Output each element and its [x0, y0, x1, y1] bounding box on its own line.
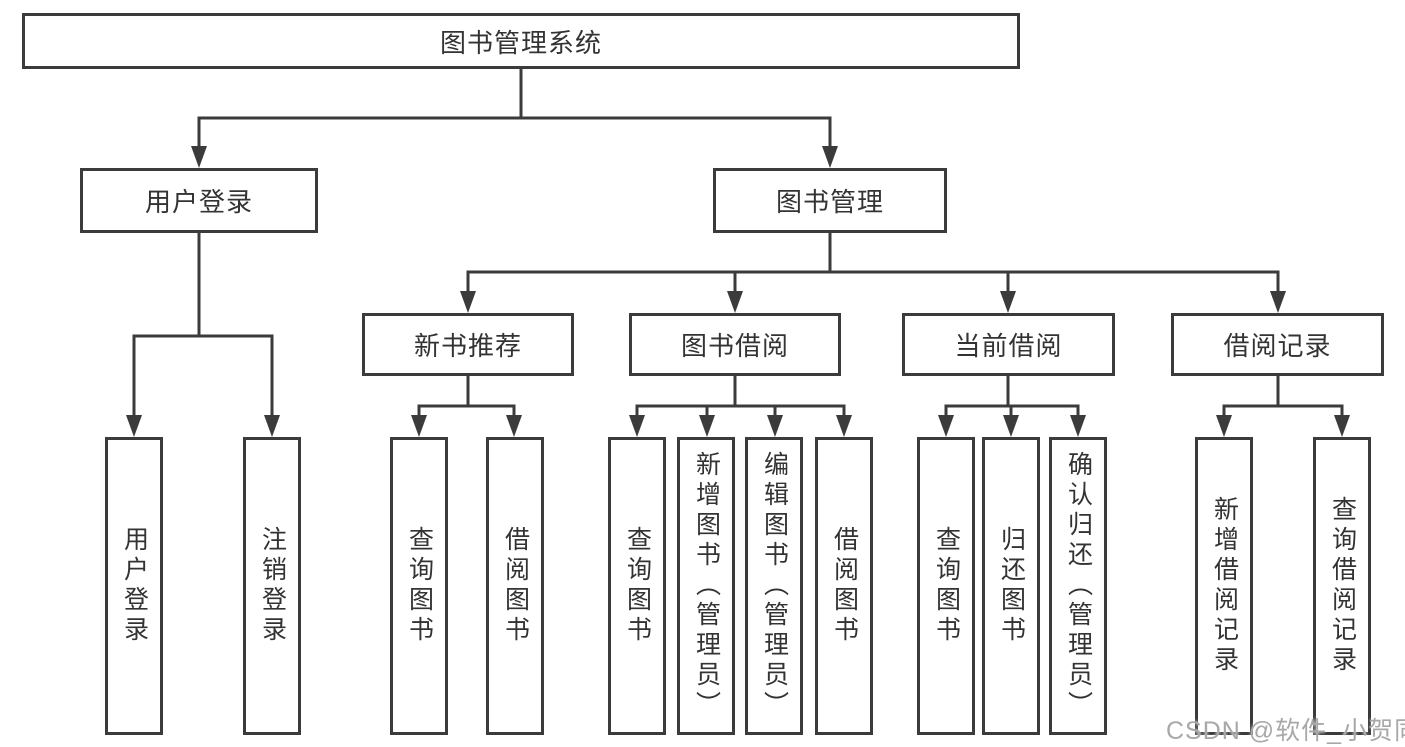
leaf-query-books-1: 查询图书	[390, 437, 448, 735]
node-new-book-recommendation: 新书推荐	[362, 313, 574, 376]
csdn-watermark: CSDN @软件_小贺同学	[1166, 717, 1405, 745]
connector-new-book-branch	[417, 374, 516, 421]
node-user-login: 用户登录	[80, 168, 318, 233]
connector-root-to-level2	[197, 67, 832, 152]
leaf-borrow-books-1: 借阅图书	[486, 437, 544, 735]
leaf-add-borrow-record: 新增借阅记录	[1195, 437, 1253, 735]
leaf-return-books: 归还图书	[982, 437, 1040, 735]
leaf-confirm-return-admin: 确认归还（管理员）	[1049, 437, 1107, 735]
connector-book-management-branch	[466, 231, 1280, 297]
leaf-logout: 注销登录	[243, 437, 301, 735]
leaf-user-login: 用户登录	[105, 437, 163, 735]
arrowheads	[126, 146, 1350, 437]
node-book-borrowing: 图书借阅	[629, 313, 841, 376]
connector-current-borrow-branch	[944, 374, 1080, 421]
node-current-borrowing: 当前借阅	[902, 313, 1115, 376]
connector-borrow-record-branch	[1222, 374, 1344, 421]
leaf-add-books-admin: 新增图书（管理员）	[677, 437, 735, 735]
leaf-borrow-books-2: 借阅图书	[815, 437, 873, 735]
leaf-edit-books-admin: 编辑图书（管理员）	[745, 437, 803, 735]
node-borrowing-records: 借阅记录	[1171, 313, 1384, 376]
connector-user-login-branch	[132, 231, 274, 421]
leaf-query-borrow-record: 查询借阅记录	[1313, 437, 1371, 735]
leaf-query-books-2: 查询图书	[608, 437, 666, 735]
node-book-management: 图书管理	[713, 168, 947, 233]
node-root: 图书管理系统	[22, 13, 1020, 69]
leaf-query-books-3: 查询图书	[917, 437, 975, 735]
connector-book-borrow-branch	[635, 374, 846, 421]
